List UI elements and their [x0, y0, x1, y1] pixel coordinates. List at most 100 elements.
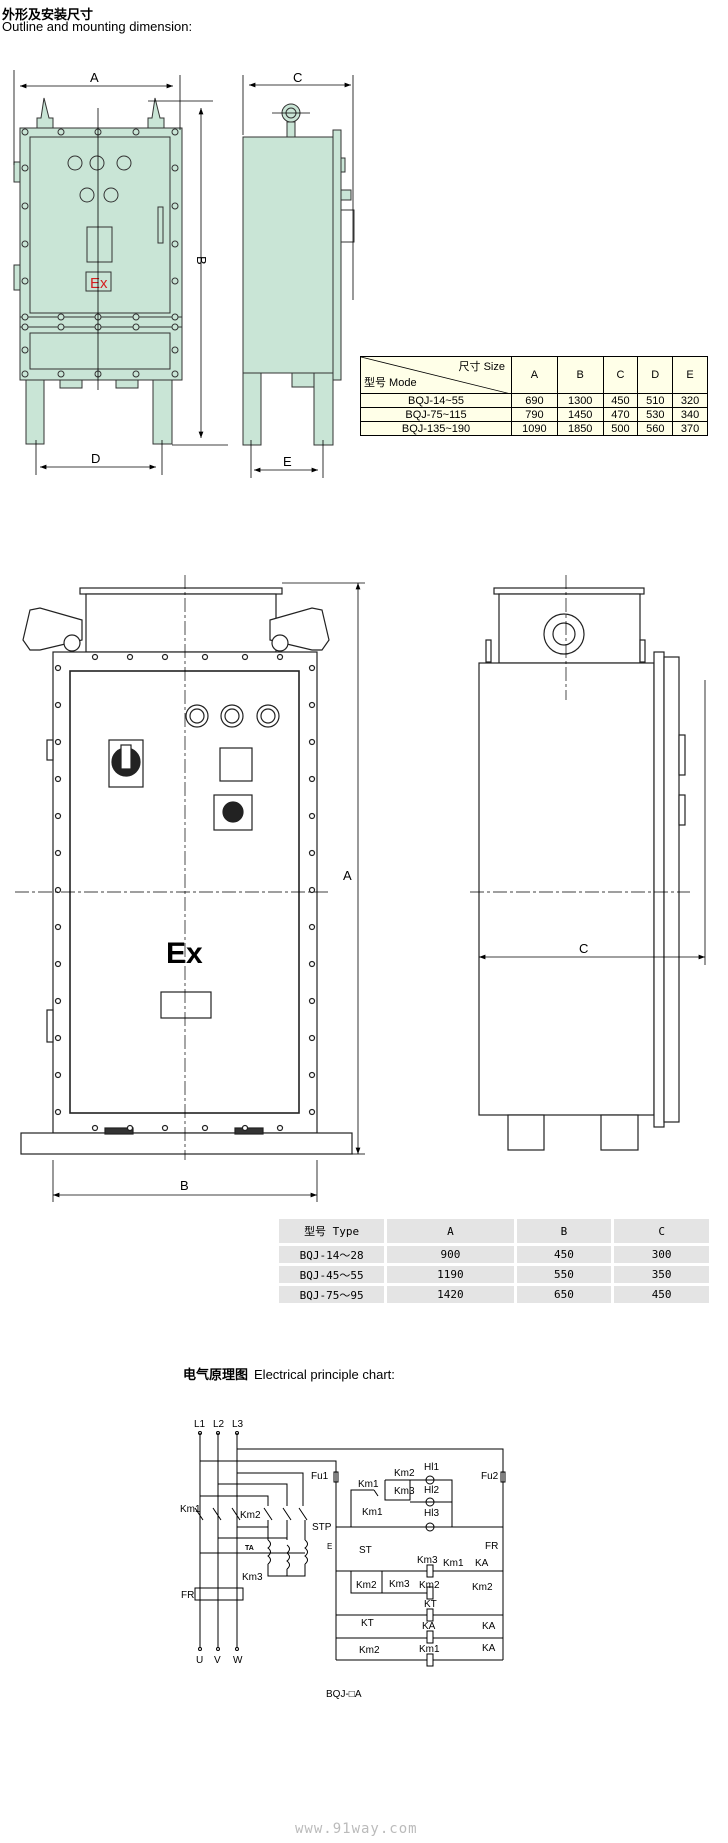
- bolt-icon: [54, 664, 62, 672]
- dim-label-b2: B: [180, 1178, 189, 1193]
- table-row: BQJ-45～55 1190 550 350: [279, 1266, 709, 1283]
- circuit-label: KT: [361, 1618, 374, 1629]
- bolt-icon: [91, 653, 99, 661]
- column-header: A: [387, 1219, 514, 1243]
- type-table: 型号 Type A B C BQJ-14～28 900 450 300 BQJ-…: [276, 1216, 712, 1306]
- circuit-label: Km3: [417, 1555, 438, 1566]
- circuit-label: KA: [482, 1643, 496, 1654]
- value-cell: 650: [516, 1286, 612, 1303]
- column-header: D: [637, 356, 674, 394]
- circuit-label: Km2: [356, 1580, 377, 1591]
- circuit-label: Km2: [419, 1580, 440, 1591]
- model-label: 型号 Mode: [364, 377, 417, 389]
- value-cell: 790: [511, 407, 558, 422]
- value-cell: 1850: [556, 421, 604, 436]
- bolt-icon: [308, 923, 316, 931]
- dim-label-d: D: [91, 451, 100, 466]
- circuit-label: L3: [232, 1419, 244, 1430]
- bolt-icon: [201, 653, 209, 661]
- watermark: www.91way.com: [295, 1821, 418, 1837]
- table-header-row: 尺寸 Size 型号 Mode A B C D E: [360, 356, 708, 394]
- column-header: B: [556, 356, 604, 394]
- circuit-label: Km1: [180, 1504, 201, 1515]
- value-cell: 340: [672, 407, 708, 422]
- value-cell: 1420: [387, 1286, 514, 1303]
- bolt-icon: [308, 701, 316, 709]
- table-row: BQJ-135~190 1090 1850 500 560 370: [360, 421, 708, 436]
- bolt-icon: [308, 738, 316, 746]
- dim-label-a2: A: [343, 868, 352, 883]
- bolt-icon: [276, 653, 284, 661]
- bolt-icon: [276, 1124, 284, 1132]
- cabinet-side: [242, 136, 334, 374]
- bolt-icon: [57, 313, 65, 321]
- dim-label-a: A: [90, 70, 99, 85]
- circuit-label: V: [214, 1655, 221, 1666]
- bolt-icon: [308, 997, 316, 1005]
- circuit-label: STP: [312, 1522, 332, 1533]
- bolt-icon: [126, 1124, 134, 1132]
- bolt-icon: [201, 1124, 209, 1132]
- circuit-label: ST: [359, 1545, 372, 1556]
- side-view: [242, 103, 355, 446]
- bolt-icon: [308, 849, 316, 857]
- circuit-label: Km1: [358, 1479, 379, 1490]
- circuit-label: Fu1: [311, 1471, 329, 1482]
- bolt-icon: [308, 664, 316, 672]
- circuit-label: KA: [482, 1621, 496, 1632]
- bolt-icon: [57, 370, 65, 378]
- table-row: BQJ-14~55 690 1300 450 510 320: [360, 393, 708, 408]
- circuit-label: Km1: [443, 1558, 464, 1569]
- circuit-label: Hl1: [424, 1462, 439, 1473]
- circuit-label: E: [327, 1542, 332, 1551]
- bolt-icon: [308, 1034, 316, 1042]
- value-cell: 450: [614, 1286, 709, 1303]
- value-cell: 300: [614, 1246, 709, 1263]
- bolt-icon: [54, 775, 62, 783]
- bolt-icon: [54, 1034, 62, 1042]
- circuit-label: Km1: [362, 1507, 383, 1518]
- dim-label-c: C: [293, 70, 302, 85]
- circuit-label: Km2: [472, 1582, 493, 1593]
- circuit-label: FR: [485, 1541, 498, 1552]
- bolt-icon: [308, 775, 316, 783]
- section-title-cn: 外形及安装尺寸: [2, 7, 94, 22]
- model-cell: BQJ-14~55: [360, 393, 512, 408]
- value-cell: 450: [516, 1246, 612, 1263]
- dim-label-b: B: [194, 256, 209, 265]
- circuit-label: Hl2: [424, 1485, 439, 1496]
- circuit-label: Km3: [242, 1572, 263, 1583]
- bolt-icon: [57, 128, 65, 136]
- circuit-label: Km1: [419, 1644, 440, 1655]
- bolt-icon: [171, 202, 179, 210]
- value-cell: 320: [672, 393, 708, 408]
- bolt-icon: [171, 313, 179, 321]
- bolt-icon: [132, 128, 140, 136]
- circuit-label: Km2: [240, 1510, 261, 1521]
- bolt-icon: [308, 1108, 316, 1116]
- bolt-icon: [126, 653, 134, 661]
- bolt-icon: [171, 277, 179, 285]
- side-view-2: [478, 587, 686, 1151]
- bolt-icon: [21, 370, 29, 378]
- bolt-icon: [54, 849, 62, 857]
- bolt-icon: [54, 812, 62, 820]
- bolt-icon: [171, 346, 179, 354]
- bolt-icon: [171, 128, 179, 136]
- bolt-icon: [21, 323, 29, 331]
- bolt-icon: [54, 960, 62, 968]
- electrical-title-en: Electrical principle chart:: [254, 1367, 395, 1382]
- dim-label-c2: C: [579, 941, 588, 956]
- model-cell: BQJ-75~115: [360, 407, 512, 422]
- bolt-icon: [91, 1124, 99, 1132]
- circuit-label: Km3: [394, 1486, 415, 1497]
- value-cell: 350: [614, 1266, 709, 1283]
- circuit-caption: BQJ-□A: [326, 1689, 362, 1700]
- bolt-icon: [54, 1071, 62, 1079]
- value-cell: 500: [602, 421, 639, 436]
- type-cell: BQJ-75～95: [279, 1286, 385, 1303]
- circuit-label: Fu2: [481, 1471, 499, 1482]
- column-header: C: [614, 1219, 709, 1243]
- bolt-icon: [57, 323, 65, 331]
- column-header: E: [672, 356, 708, 394]
